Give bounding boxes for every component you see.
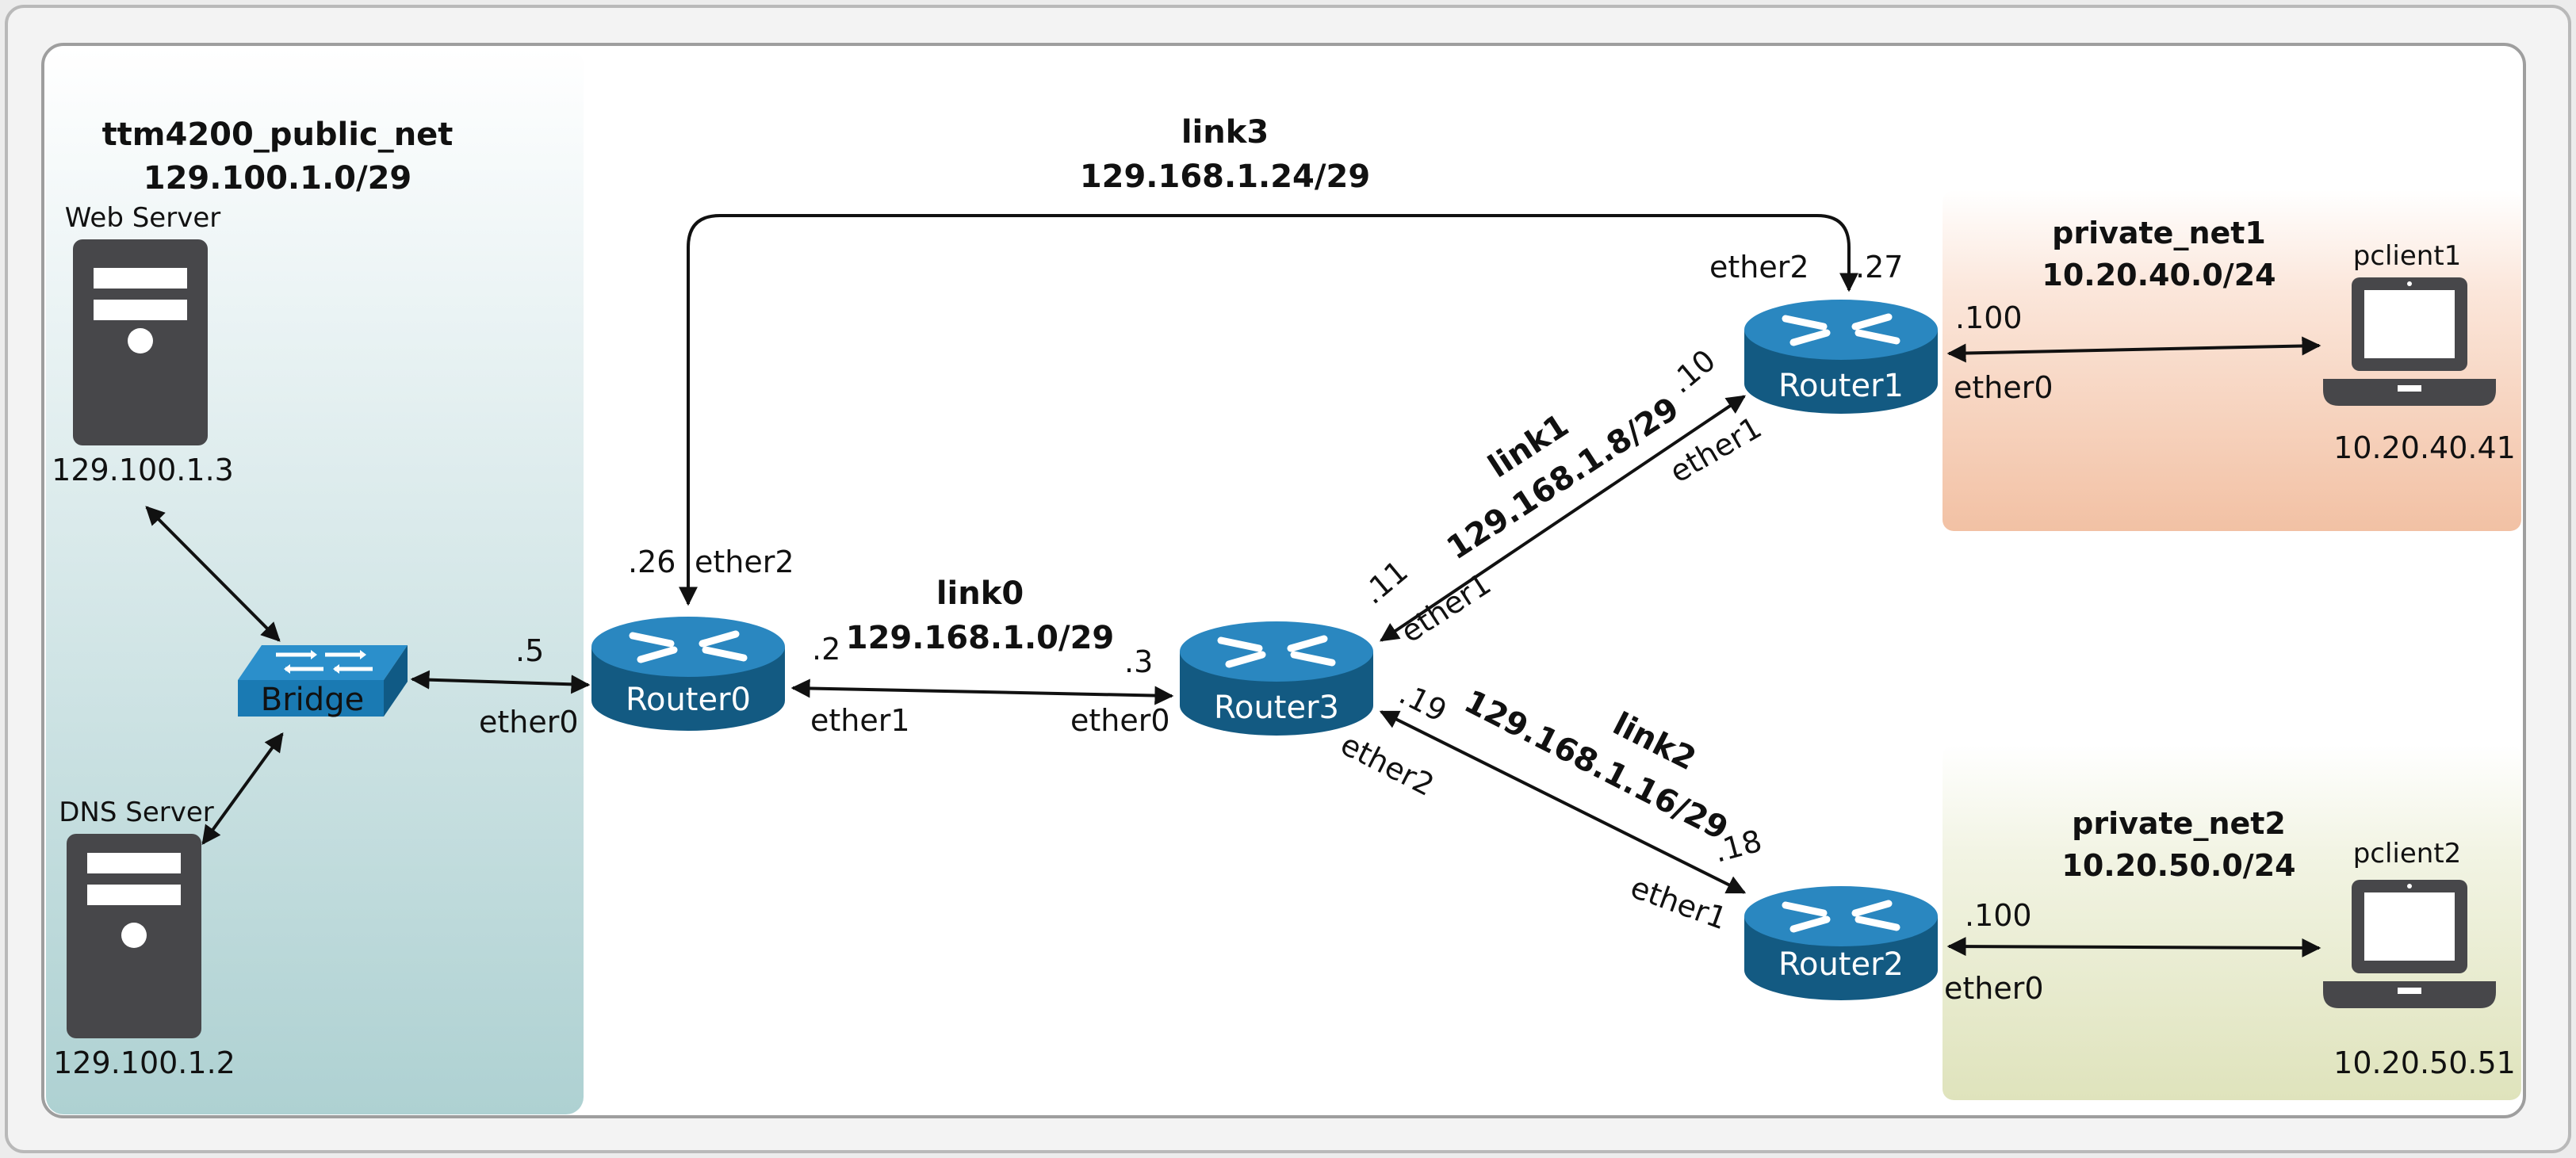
- r3-ether0-label: ether0: [1070, 703, 1170, 738]
- link3-name: link3: [1181, 114, 1269, 151]
- dns-server-label: DNS Server: [59, 797, 214, 828]
- pclient2-label: pclient2: [2353, 838, 2462, 869]
- router1-label: Router1: [1778, 368, 1904, 404]
- edge-bridge-router0: [410, 670, 591, 694]
- edge-router3-router2: [1379, 710, 1747, 894]
- router1-icon: [1744, 300, 1938, 414]
- bridge-label: Bridge: [261, 682, 364, 718]
- r1-ether0-label: ether0: [1954, 370, 2054, 405]
- router0-label: Router0: [626, 682, 751, 718]
- router2-icon: [1744, 886, 1938, 1000]
- edge-router1-pclient1: [1946, 336, 2321, 363]
- r3-ether0-ip: .3: [1124, 644, 1153, 679]
- r2-ether0-ip: .100: [1965, 898, 2032, 933]
- private-net1-subnet: 10.20.40.0/24: [2042, 258, 2276, 292]
- r1-ether2-ip: .27: [1855, 250, 1903, 285]
- r0-ether2-ip: .26: [628, 545, 676, 579]
- private-net2-zone: [1943, 745, 2521, 1100]
- private-net2-subnet: 10.20.50.0/24: [2061, 848, 2295, 883]
- r1-ether2-label: ether2: [1709, 250, 1809, 285]
- edge-web-bridge: [145, 506, 281, 642]
- pclient1-label: pclient1: [2353, 240, 2462, 272]
- pclient2-ip: 10.20.50.51: [2333, 1045, 2516, 1080]
- r0-ether2-label: ether2: [695, 545, 794, 579]
- r1-ether0-ip: .100: [1955, 300, 2023, 335]
- pclient1-ip: 10.20.40.41: [2333, 430, 2516, 465]
- router0-icon: [591, 617, 785, 731]
- private-net1-name: private_net1: [2052, 216, 2266, 250]
- edge-router0-router1-link3: [679, 214, 1858, 606]
- r0-ether1-ip: .2: [812, 632, 840, 667]
- pclient2-laptop-icon: [2323, 880, 2496, 1008]
- public-net-subnet: 129.100.1.0/29: [144, 160, 412, 197]
- link0-name: link0: [936, 575, 1024, 612]
- public-net-name: ttm4200_public_net: [102, 117, 454, 153]
- bridge-switch-icon: [238, 645, 408, 717]
- link3-subnet: 129.168.1.24/29: [1080, 159, 1370, 195]
- edge-router2-pclient2: [1946, 937, 2321, 957]
- router2-label: Router2: [1778, 946, 1904, 983]
- edge-router0-router3: [790, 678, 1174, 705]
- r2-ether0-label: ether0: [1944, 971, 2044, 1006]
- web-server-icon: [73, 239, 208, 445]
- dns-server-icon: [67, 834, 201, 1038]
- pclient1-laptop-icon: [2323, 277, 2496, 406]
- web-server-ip: 129.100.1.3: [52, 453, 234, 487]
- router3-label: Router3: [1214, 690, 1339, 726]
- r0-ether0-ip: .5: [515, 633, 544, 668]
- link0-subnet: 129.168.1.0/29: [846, 620, 1115, 656]
- private-net2-name: private_net2: [2072, 806, 2286, 841]
- edge-dns-bridge: [201, 732, 284, 845]
- r0-ether0-label: ether0: [479, 705, 579, 740]
- dns-server-ip: 129.100.1.2: [53, 1045, 235, 1080]
- router3-icon: [1180, 621, 1373, 736]
- web-server-label: Web Server: [65, 202, 220, 234]
- r0-ether1-label: ether1: [810, 703, 910, 738]
